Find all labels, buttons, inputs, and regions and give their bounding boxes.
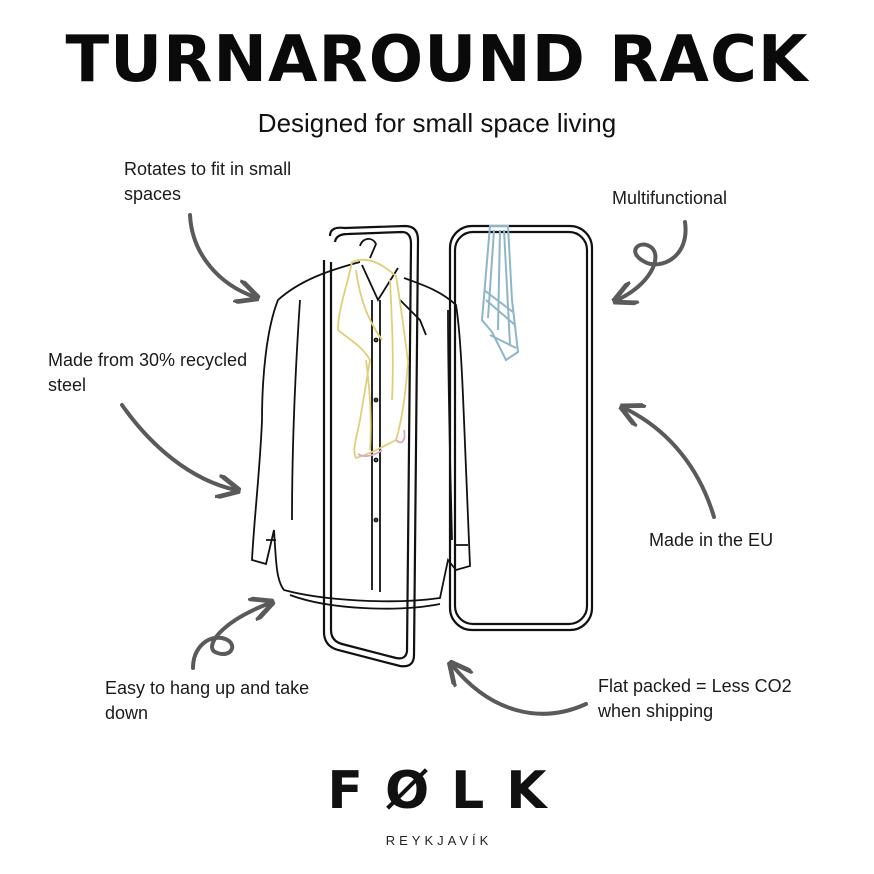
feature-rotates: Rotates to fit in small spaces [124, 159, 292, 204]
page-subtitle: Designed for small space living [257, 108, 617, 138]
rack-left-frame [322, 224, 420, 668]
arrow-recycled [120, 403, 236, 490]
arrow-multifunctional [617, 220, 688, 300]
tie [480, 225, 520, 362]
rack-right-panel [448, 224, 594, 632]
page-title: TURNAROUND RACK [65, 23, 809, 97]
brand-tagline: REYKJAVÍK [385, 833, 493, 848]
brand-logo: FØLK [327, 761, 569, 821]
feature-flat-packed: Flat packed = Less CO2 when shipping [598, 676, 792, 721]
arrow-easy [191, 603, 270, 670]
arrow-flat [452, 665, 588, 716]
arrow-rotates [188, 213, 255, 297]
arrow-eu [624, 408, 716, 519]
scarf [337, 258, 409, 460]
feature-made-in-eu: Made in the EU [649, 530, 774, 550]
feature-multifunctional: Multifunctional [612, 188, 728, 208]
feature-easy-hang: Easy to hang up and take down [105, 678, 310, 723]
shirt [251, 238, 471, 610]
feature-recycled-steel: Made from 30% recycled steel [48, 350, 248, 395]
